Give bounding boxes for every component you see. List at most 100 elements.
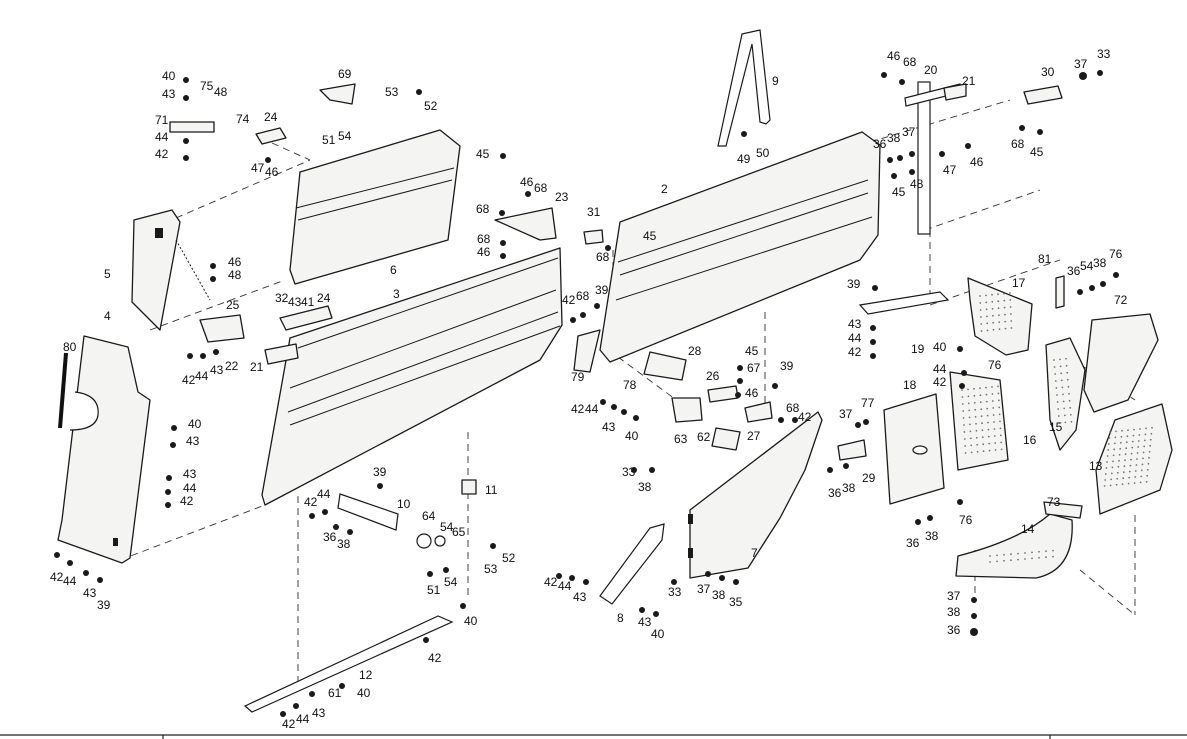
callout-50: 50 [756, 146, 770, 160]
callout-8: 8 [617, 611, 624, 625]
bracket-30 [1023, 85, 1063, 105]
callout-43: 43 [210, 363, 224, 377]
callout-36: 36 [1067, 264, 1081, 278]
callout-52: 52 [424, 99, 438, 113]
hardware [54, 70, 1119, 717]
callout-69: 69 [338, 67, 352, 81]
callout-37: 37 [947, 589, 961, 603]
callout-38: 38 [638, 480, 652, 494]
callout-25: 25 [226, 298, 240, 312]
bracket-23 [494, 207, 557, 241]
callout-40: 40 [188, 417, 202, 431]
callout-32: 32 [275, 291, 289, 305]
end-panel-72 [1083, 313, 1159, 413]
callout-44: 44 [155, 130, 169, 144]
callout-79: 79 [571, 370, 585, 384]
callout-42: 42 [798, 410, 812, 424]
callout-46: 46 [520, 175, 534, 189]
callout-37: 37 [902, 125, 916, 139]
callout-17: 17 [1012, 276, 1026, 290]
callout-39: 39 [373, 465, 387, 479]
end-panel-15 [1045, 337, 1086, 451]
callout-72: 72 [1114, 293, 1128, 307]
callout-76: 76 [959, 513, 973, 527]
callout-42: 42 [182, 373, 196, 387]
side-panel-4 [57, 335, 151, 564]
callout-37: 37 [697, 582, 711, 596]
callout-46: 46 [745, 386, 759, 400]
callout-12: 12 [359, 668, 373, 682]
callout-46: 46 [887, 49, 901, 63]
callout-40: 40 [464, 614, 478, 628]
callout-68: 68 [534, 181, 548, 195]
callout-47: 47 [251, 161, 265, 175]
callout-33: 33 [622, 465, 636, 479]
callout-36: 36 [323, 530, 337, 544]
end-grille-13 [1095, 403, 1173, 515]
callout-51: 51 [322, 133, 336, 147]
callout-42: 42 [50, 570, 64, 584]
callout-20: 20 [924, 63, 938, 77]
callout-63: 63 [674, 432, 688, 446]
callout-54: 54 [440, 520, 454, 534]
callout-39: 39 [595, 283, 609, 297]
callout-45: 45 [476, 147, 490, 161]
bracket-10 [337, 493, 399, 531]
callout-65: 65 [452, 525, 466, 539]
callout-44: 44 [195, 369, 209, 383]
callout-78: 78 [623, 378, 637, 392]
main-panel-2 [599, 131, 881, 363]
callout-6: 6 [390, 263, 397, 277]
callout-54: 54 [338, 129, 352, 143]
callout-40: 40 [162, 69, 176, 83]
callout-43: 43 [162, 87, 176, 101]
callout-81: 81 [1038, 252, 1052, 266]
callout-11: 11 [485, 483, 498, 497]
callout-44: 44 [296, 712, 310, 726]
callout-71: 71 [155, 113, 169, 127]
callout-15: 15 [1049, 420, 1063, 434]
strut-8 [599, 523, 665, 605]
callout-21: 21 [250, 360, 264, 374]
callout-53: 53 [484, 562, 498, 576]
callout-68: 68 [476, 202, 490, 216]
rod-80 [58, 352, 68, 429]
callout-22: 22 [225, 359, 239, 373]
callout-30: 30 [1041, 65, 1055, 79]
callout-38: 38 [337, 537, 351, 551]
callout-53: 53 [385, 85, 399, 99]
callout-42: 42 [571, 402, 585, 416]
callout-43: 43 [288, 295, 302, 309]
box-panel-18 [883, 393, 945, 505]
callout-10: 10 [397, 497, 411, 511]
callout-43: 43 [83, 586, 97, 600]
callout-48: 48 [214, 85, 228, 99]
callout-39: 39 [847, 277, 861, 291]
strut-9 [717, 29, 771, 147]
callout-48: 48 [228, 268, 242, 282]
callout-40: 40 [933, 340, 947, 354]
callout-43: 43 [312, 706, 326, 720]
callout-43: 43 [638, 615, 652, 629]
callout-9: 9 [772, 74, 779, 88]
callout-18: 18 [903, 378, 917, 392]
callout-76: 76 [1109, 247, 1123, 261]
callout-5: 5 [104, 267, 111, 281]
callout-44: 44 [848, 331, 862, 345]
callout-31: 31 [587, 205, 601, 219]
callout-33: 33 [1097, 47, 1111, 61]
callout-37: 37 [839, 407, 853, 421]
callout-44: 44 [933, 362, 947, 376]
callout-73: 73 [1047, 495, 1061, 509]
footer-rule [0, 734, 1187, 739]
callout-40: 40 [357, 686, 371, 700]
callout-43: 43 [183, 467, 197, 481]
callout-42: 42 [304, 495, 318, 509]
callout-28: 28 [688, 344, 702, 358]
callout-26: 26 [706, 369, 720, 383]
callout-44: 44 [317, 487, 331, 501]
callout-19: 19 [911, 342, 925, 356]
callout-44: 44 [585, 402, 599, 416]
